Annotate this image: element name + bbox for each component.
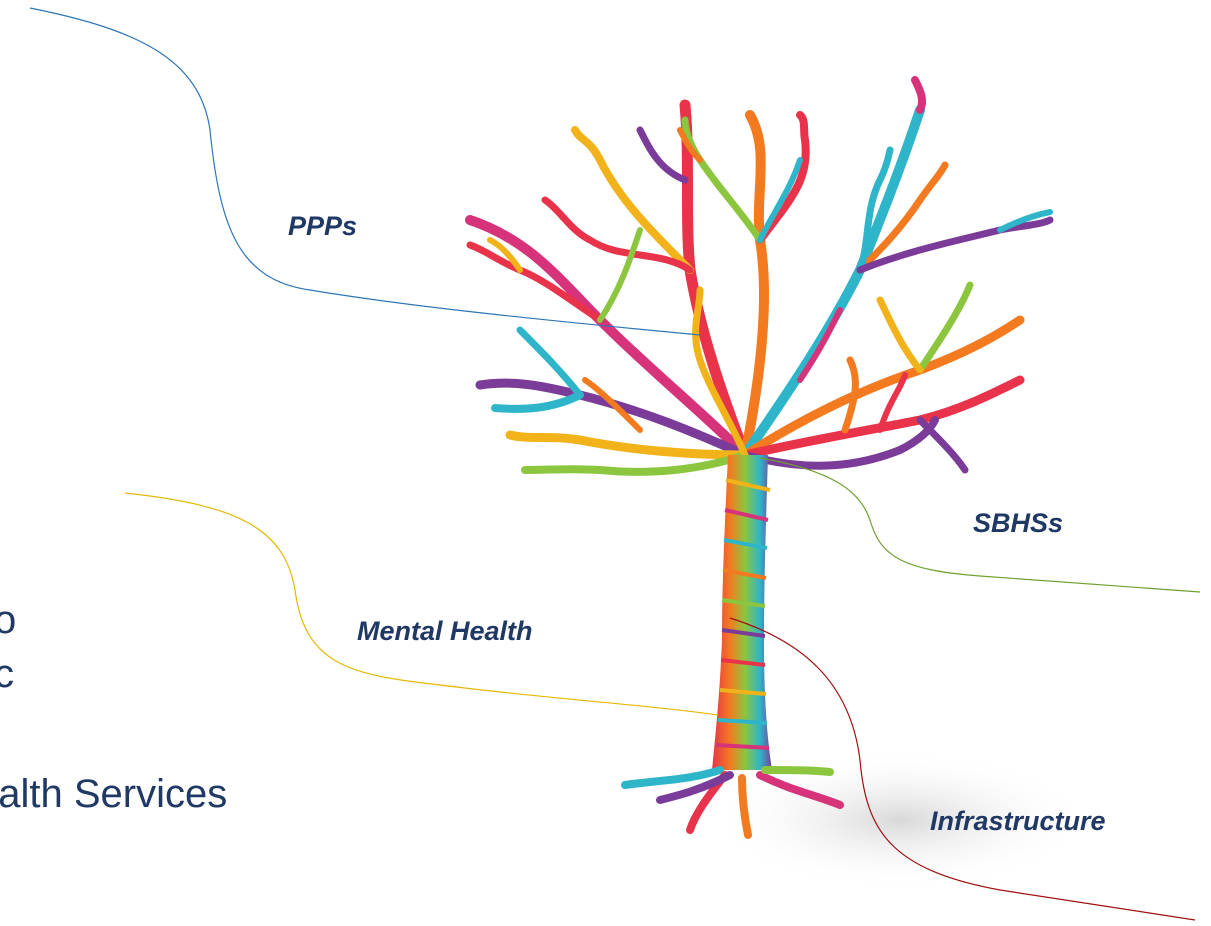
connector-infrastructure xyxy=(729,617,1196,921)
branch-label-infrastructure: Infrastructure xyxy=(930,806,1106,836)
connector-sbhs xyxy=(759,457,1201,593)
connector-ppps xyxy=(29,7,701,336)
services-line-text: ealth Services xyxy=(0,772,228,816)
tree-shadow xyxy=(710,750,1090,890)
branch-label-sbhs: SBHSs xyxy=(973,508,1064,538)
branch-label-ppps: PPPs xyxy=(288,211,358,241)
tree-trunk xyxy=(712,455,772,770)
branch-label-mental-health: Mental Health xyxy=(357,616,533,646)
body-text-services-line: ealth Services xyxy=(0,772,553,828)
tree-branches xyxy=(465,76,1054,476)
body-text-fragment-1: o xyxy=(0,598,17,642)
tree-roots xyxy=(621,766,844,839)
body-text-fragment-2: c xyxy=(0,652,14,696)
connector-mental-health xyxy=(124,492,719,716)
